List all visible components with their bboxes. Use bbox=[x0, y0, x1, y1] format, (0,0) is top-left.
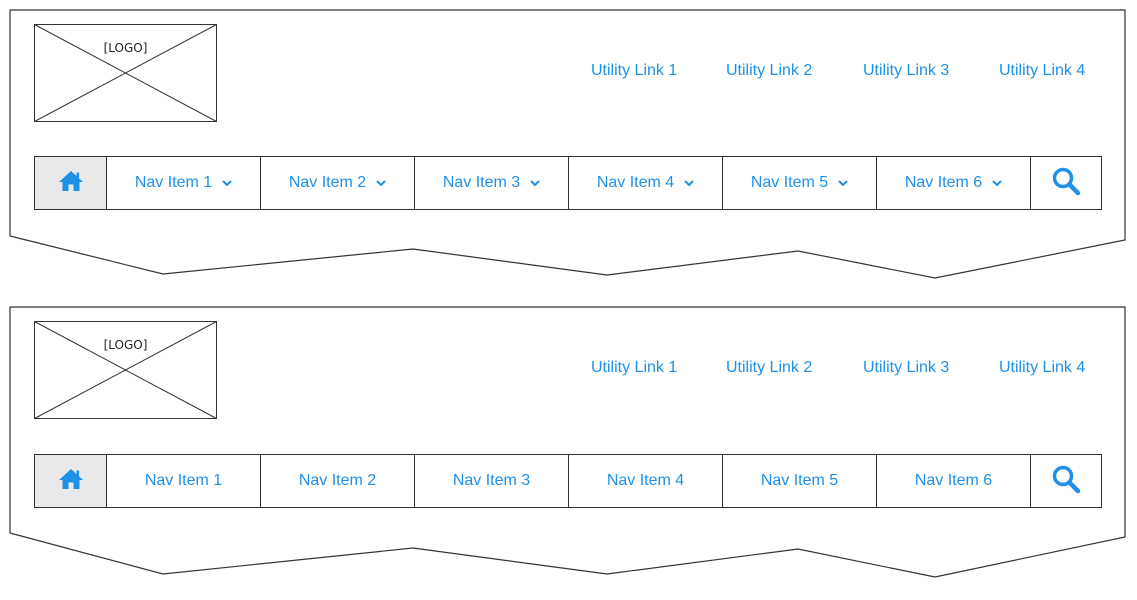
nav-item-5[interactable]: Nav Item 5 bbox=[723, 455, 877, 507]
nav-item-4[interactable]: Nav Item 4 bbox=[569, 157, 723, 209]
nav-item-label: Nav Item 6 bbox=[904, 174, 983, 191]
chevron-down-icon bbox=[838, 179, 848, 187]
nav-item-6[interactable]: Nav Item 6 bbox=[877, 455, 1031, 507]
main-nav: Nav Item 1 Nav Item 2 Nav Item 3 Nav Ite… bbox=[34, 454, 1102, 508]
search-button[interactable] bbox=[1031, 157, 1101, 209]
home-icon bbox=[58, 468, 84, 495]
nav-item-1[interactable]: Nav Item 1 bbox=[107, 157, 261, 209]
utility-link-3[interactable]: Utility Link 3 bbox=[863, 62, 950, 79]
search-icon bbox=[1051, 166, 1081, 201]
chevron-down-icon bbox=[376, 179, 386, 187]
logo-label: [LOGO] bbox=[103, 338, 148, 352]
nav-home-button[interactable] bbox=[35, 157, 107, 209]
chevron-down-icon bbox=[992, 179, 1002, 187]
nav-item-label: Nav Item 2 bbox=[288, 174, 367, 191]
utility-link-4[interactable]: Utility Link 4 bbox=[999, 62, 1086, 79]
nav-item-label: Nav Item 5 bbox=[760, 472, 839, 489]
torn-page-outline bbox=[9, 306, 1126, 578]
nav-item-label: Nav Item 1 bbox=[144, 472, 223, 489]
nav-item-2[interactable]: Nav Item 2 bbox=[261, 455, 415, 507]
nav-item-3[interactable]: Nav Item 3 bbox=[415, 455, 569, 507]
home-icon bbox=[58, 170, 84, 197]
nav-item-label: Nav Item 3 bbox=[442, 174, 521, 191]
header-wireframe-dropdown: [LOGO] Utility Link 1 Utility Link 2 Uti… bbox=[0, 0, 1137, 290]
nav-item-3[interactable]: Nav Item 3 bbox=[415, 157, 569, 209]
nav-item-4[interactable]: Nav Item 4 bbox=[569, 455, 723, 507]
utility-links: Utility Link 1 Utility Link 2 Utility Li… bbox=[560, 359, 1120, 379]
search-icon bbox=[1051, 464, 1081, 499]
utility-link-2[interactable]: Utility Link 2 bbox=[726, 359, 813, 376]
search-button[interactable] bbox=[1031, 455, 1101, 507]
nav-item-2[interactable]: Nav Item 2 bbox=[261, 157, 415, 209]
main-nav: Nav Item 1 Nav Item 2 Nav Item 3 Nav Ite… bbox=[34, 156, 1102, 210]
header-wireframe-simple: [LOGO] Utility Link 1 Utility Link 2 Uti… bbox=[0, 297, 1137, 587]
utility-link-3[interactable]: Utility Link 3 bbox=[863, 359, 950, 376]
nav-item-label: Nav Item 5 bbox=[750, 174, 829, 191]
nav-item-label: Nav Item 4 bbox=[606, 472, 685, 489]
logo-label: [LOGO] bbox=[103, 41, 148, 55]
utility-link-4[interactable]: Utility Link 4 bbox=[999, 359, 1086, 376]
nav-item-1[interactable]: Nav Item 1 bbox=[107, 455, 261, 507]
logo-placeholder: [LOGO] bbox=[34, 321, 217, 419]
nav-item-6[interactable]: Nav Item 6 bbox=[877, 157, 1031, 209]
nav-item-5[interactable]: Nav Item 5 bbox=[723, 157, 877, 209]
logo-placeholder: [LOGO] bbox=[34, 24, 217, 122]
utility-links: Utility Link 1 Utility Link 2 Utility Li… bbox=[560, 62, 1120, 82]
nav-item-label: Nav Item 1 bbox=[134, 174, 213, 191]
utility-link-1[interactable]: Utility Link 1 bbox=[591, 62, 678, 79]
chevron-down-icon bbox=[530, 179, 540, 187]
nav-home-button[interactable] bbox=[35, 455, 107, 507]
chevron-down-icon bbox=[684, 179, 694, 187]
torn-page-outline bbox=[9, 9, 1126, 279]
chevron-down-icon bbox=[222, 179, 232, 187]
nav-item-label: Nav Item 6 bbox=[914, 472, 993, 489]
nav-item-label: Nav Item 4 bbox=[596, 174, 675, 191]
utility-link-2[interactable]: Utility Link 2 bbox=[726, 62, 813, 79]
nav-item-label: Nav Item 3 bbox=[452, 472, 531, 489]
nav-item-label: Nav Item 2 bbox=[298, 472, 377, 489]
utility-link-1[interactable]: Utility Link 1 bbox=[591, 359, 678, 376]
